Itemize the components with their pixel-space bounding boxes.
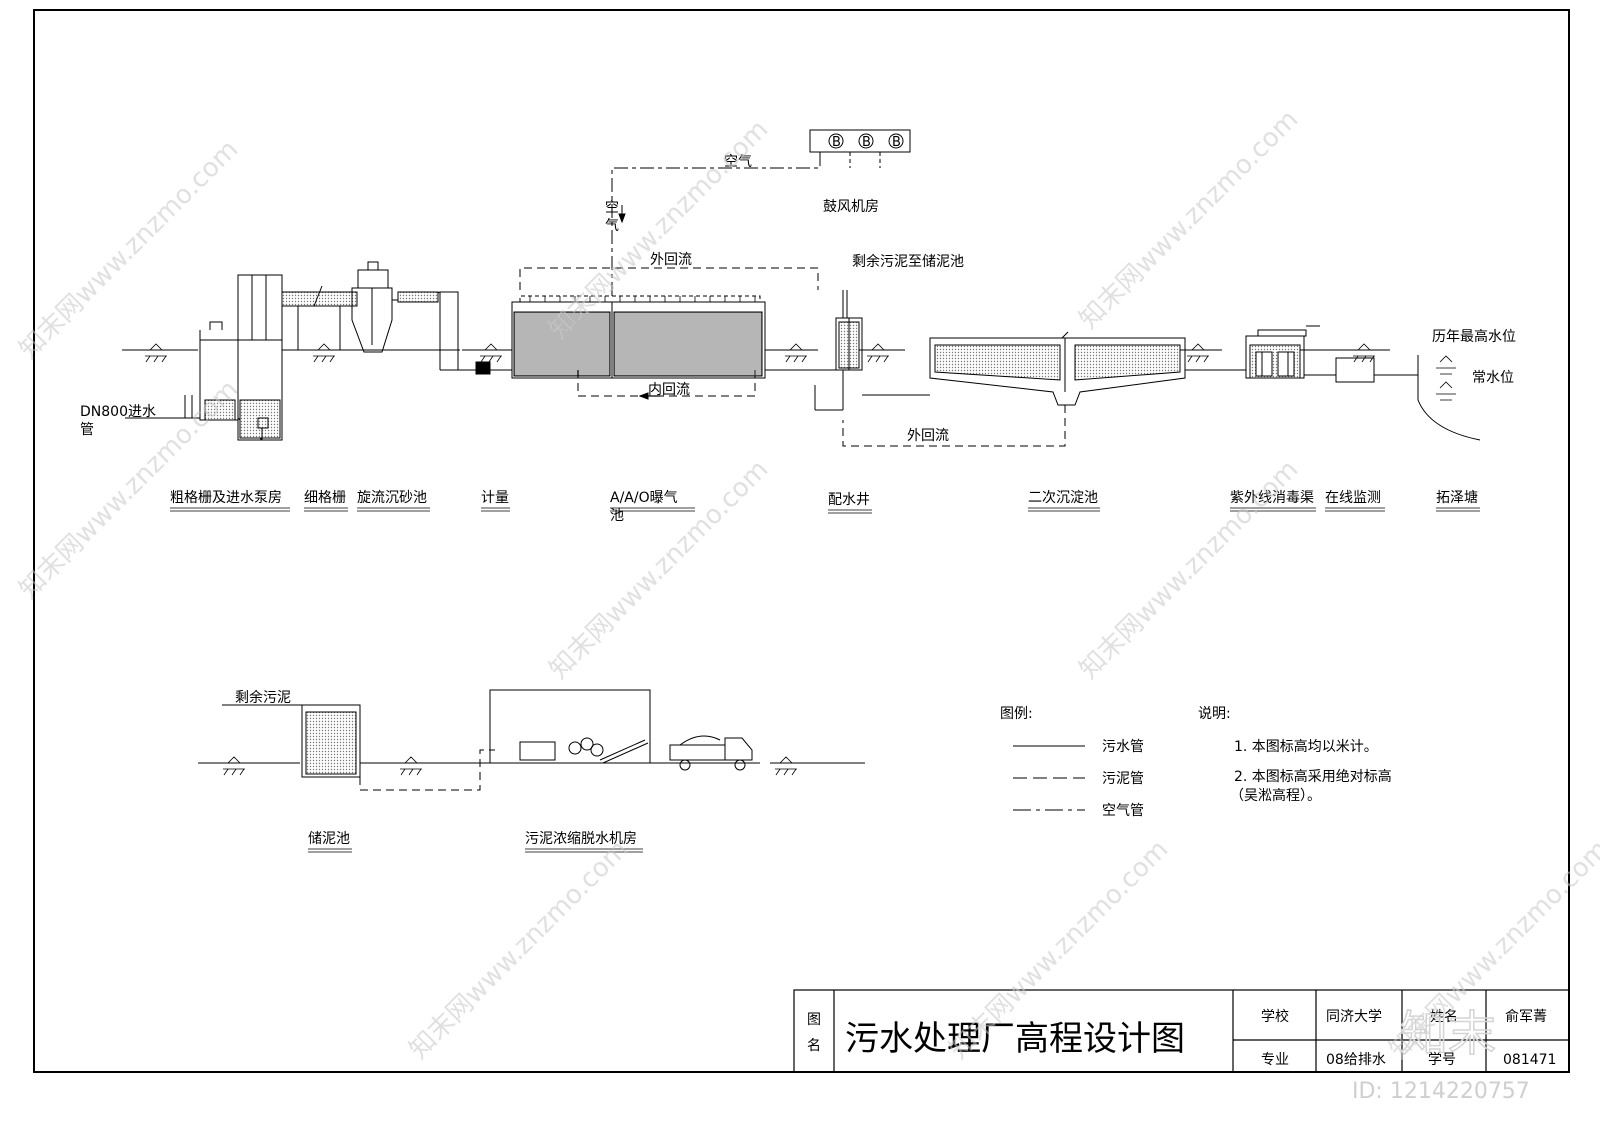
label-blower-1: B bbox=[832, 135, 841, 150]
vortex-grit-chamber bbox=[351, 261, 459, 370]
unit-distribution-well: 配水井 bbox=[828, 492, 870, 508]
label-excess-sludge-to-storage: 剩余污泥至储泥池 bbox=[852, 253, 964, 270]
tb-name-label-2: 名 bbox=[807, 1038, 821, 1054]
notes-item-2: 2. 本图标高采用绝对标高 bbox=[1234, 768, 1392, 785]
unit-metering: 计量 bbox=[481, 490, 509, 506]
watermark-2: 知末网www.znzmo.com bbox=[544, 114, 775, 345]
tb-school-value: 同济大学 bbox=[1326, 1009, 1382, 1025]
outer-frame bbox=[33, 9, 1570, 1073]
label-highest-water-level: 历年最高水位 bbox=[1432, 328, 1516, 345]
tb-major-value: 08给排水 bbox=[1326, 1052, 1386, 1068]
tb-student-id-value: 081471 bbox=[1503, 1052, 1556, 1068]
legend-lines bbox=[1013, 745, 1085, 811]
tb-name-label: 姓名 bbox=[1430, 1009, 1458, 1025]
tb-student-id-label: 学号 bbox=[1428, 1052, 1456, 1068]
unit-secondary-clarifier: 二次沉淀池 bbox=[1028, 490, 1098, 506]
legend-sludge-pipe: 污泥管 bbox=[1102, 771, 1144, 787]
watermark-7: 知末网www.znzmo.com bbox=[404, 834, 635, 1065]
watermark-logo: 知末 bbox=[1400, 1006, 1496, 1062]
tb-name-value: 俞军菁 bbox=[1505, 1008, 1547, 1025]
notes-title: 说明: bbox=[1198, 706, 1231, 722]
notes-item-3: （吴淞高程）。 bbox=[1230, 787, 1321, 804]
label-external-return-bottom: 外回流 bbox=[907, 428, 949, 444]
river-bank bbox=[1417, 355, 1481, 441]
unit-coarse-screen-pump: 粗格栅及进水泵房 bbox=[170, 490, 282, 506]
unit-sludge-storage: 储泥池 bbox=[308, 831, 350, 847]
external-return-bottom bbox=[842, 405, 1066, 447]
main-process-section bbox=[122, 129, 1481, 447]
drawing-title: 污水处理厂高程设计图 bbox=[845, 1019, 1185, 1059]
sludge-storage-tank bbox=[301, 704, 361, 778]
coarse-screen-pump-room bbox=[125, 274, 283, 441]
tb-name-label-1: 图 bbox=[807, 1012, 821, 1028]
notes: 说明: 1. 本图标高均以米计。 2. 本图标高采用绝对标高 （吴淞高程）。 bbox=[1198, 706, 1392, 804]
watermark-1: 知末网www.znzmo.com bbox=[14, 134, 245, 365]
top-text-labels: 空气 空 气 鼓风机房 B B B 外回流 剩余污泥至储泥池 内回流 外回流 历… bbox=[80, 135, 1516, 444]
sludge-section bbox=[198, 689, 865, 791]
label-external-return-top: 外回流 bbox=[650, 252, 692, 268]
unit-online-monitoring: 在线监测 bbox=[1325, 490, 1381, 506]
unit-uv-channel: 紫外线消毒渠 bbox=[1230, 490, 1314, 506]
watermark-3: 知末网www.znzmo.com bbox=[1074, 104, 1305, 335]
label-normal-water-level: 常水位 bbox=[1472, 370, 1514, 386]
truck bbox=[669, 735, 753, 771]
blower-room bbox=[809, 129, 911, 153]
label-blower-2: B bbox=[862, 135, 871, 150]
watermark-id: ID: 1214220757 bbox=[1352, 1079, 1530, 1104]
label-blower-3: B bbox=[892, 135, 901, 150]
unit-receiving-pond: 拓泽塘 bbox=[1436, 490, 1478, 506]
unit-aao-tank-1: A/A/O曝气 bbox=[610, 490, 678, 506]
fine-screen bbox=[281, 285, 358, 350]
aao-tank bbox=[511, 295, 766, 379]
tb-school-label: 学校 bbox=[1261, 1008, 1289, 1025]
label-air-vertical-2: 气 bbox=[605, 218, 619, 234]
watermark-6: 知末网www.znzmo.com bbox=[1074, 454, 1305, 685]
watermark-5: 知末网www.znzmo.com bbox=[544, 454, 775, 685]
notes-item-1: 1. 本图标高均以米计。 bbox=[1234, 738, 1378, 755]
secondary-clarifier bbox=[929, 331, 1186, 406]
label-blower-room: 鼓风机房 bbox=[823, 199, 879, 215]
internal-return bbox=[577, 370, 756, 397]
uv-channel bbox=[1245, 325, 1320, 379]
legend-title: 图例: bbox=[1000, 706, 1033, 722]
process-unit-labels: 粗格栅及进水泵房 细格栅 旋流沉砂池 计量 A/A/O曝气 池 配水井 二次沉淀… bbox=[170, 490, 1478, 524]
sludge-underlines bbox=[308, 848, 643, 853]
online-monitoring bbox=[1304, 357, 1418, 383]
legend-sewage-pipe: 污水管 bbox=[1102, 739, 1144, 755]
title-block-text: 图 名 污水处理厂高程设计图 学校 同济大学 姓名 俞军菁 专业 专业 08给排… bbox=[807, 1008, 1556, 1068]
label-excess-sludge: 剩余污泥 bbox=[235, 689, 291, 706]
sludge-labels: 剩余污泥 储泥池 污泥浓缩脱水机房 bbox=[235, 689, 637, 847]
label-inlet-pipe-1: DN800进水 bbox=[80, 404, 156, 420]
label-internal-return: 内回流 bbox=[648, 382, 690, 398]
legend: 图例: 污水管 污泥管 空气管 bbox=[1000, 706, 1144, 819]
unit-underlines bbox=[170, 507, 1480, 514]
ground-markers bbox=[145, 343, 1375, 363]
unit-dewatering-room: 污泥浓缩脱水机房 bbox=[525, 831, 637, 847]
watermarks: 知末网www.znzmo.com 知末网www.znzmo.com 知末网www… bbox=[14, 104, 1600, 1104]
unit-vortex-grit: 旋流沉砂池 bbox=[357, 490, 427, 506]
external-return-top bbox=[519, 267, 819, 290]
title-block-frame bbox=[793, 989, 1570, 1073]
legend-air-pipe: 空气管 bbox=[1102, 803, 1144, 819]
label-air-horizontal: 空气 bbox=[724, 154, 752, 170]
distribution-well bbox=[765, 290, 930, 411]
air-pipe bbox=[611, 152, 821, 296]
metering bbox=[440, 361, 512, 375]
unit-aao-tank-2: 池 bbox=[610, 508, 624, 524]
label-inlet-pipe-2: 管 bbox=[80, 422, 94, 438]
label-air-vertical-1: 空 bbox=[605, 200, 619, 216]
tb-major-label-visible: 专业 bbox=[1261, 1052, 1289, 1068]
unit-fine-screen: 细格栅 bbox=[304, 490, 346, 506]
